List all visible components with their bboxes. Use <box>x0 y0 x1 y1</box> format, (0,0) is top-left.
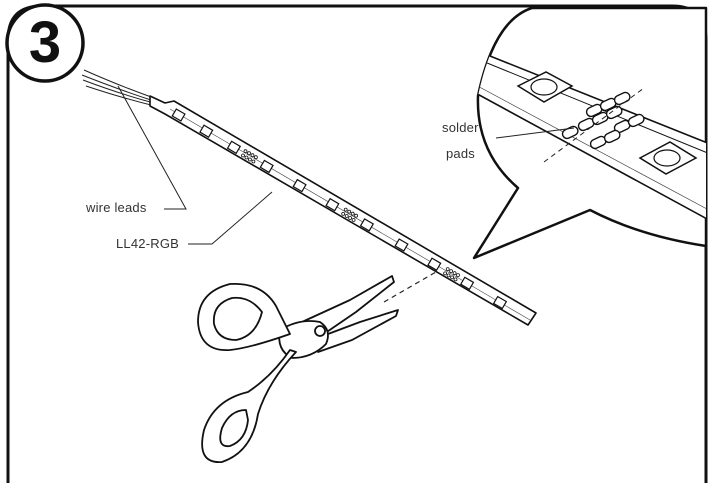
zoom-led-right <box>638 141 698 175</box>
strip-solder-pad-group <box>443 267 460 282</box>
zoom-cut-line <box>543 87 645 163</box>
strip-solder-pad-group <box>341 207 359 222</box>
strip-led-chip <box>359 218 375 232</box>
led-strip <box>149 95 537 326</box>
solder-pads-label-line1: solder <box>442 120 479 135</box>
leader-solder-pads <box>495 127 575 139</box>
strip-led-chip <box>259 159 274 174</box>
leader-strip-model <box>188 191 273 245</box>
wire-leads-label: wire leads <box>86 200 147 215</box>
leader-lines <box>117 85 575 245</box>
strip-model-label: LL42-RGB <box>116 236 180 251</box>
strip-solder-pad-group <box>241 149 258 164</box>
strip-led-chip <box>492 295 508 310</box>
strip-led-chip <box>394 238 409 252</box>
strip-led-chip <box>427 257 442 271</box>
cut-line <box>383 271 437 303</box>
step-number: 3 <box>28 10 62 75</box>
zoom-led-left <box>516 71 574 103</box>
solder-pads <box>561 91 645 150</box>
strip-led-chip <box>292 178 307 193</box>
scissors-icon <box>197 275 399 463</box>
wire-leads <box>81 69 156 107</box>
solder-pads-label-line2: pads <box>446 146 475 161</box>
strip-led-chip <box>325 197 340 212</box>
leader-wire-leads <box>117 85 187 210</box>
strip-led-chip <box>199 124 214 138</box>
strip-led-chip <box>459 276 475 291</box>
strip-led-chip <box>226 140 242 155</box>
zoomed-strip <box>474 46 706 228</box>
strip-led-chip <box>171 108 186 122</box>
step-badge <box>5 3 85 83</box>
